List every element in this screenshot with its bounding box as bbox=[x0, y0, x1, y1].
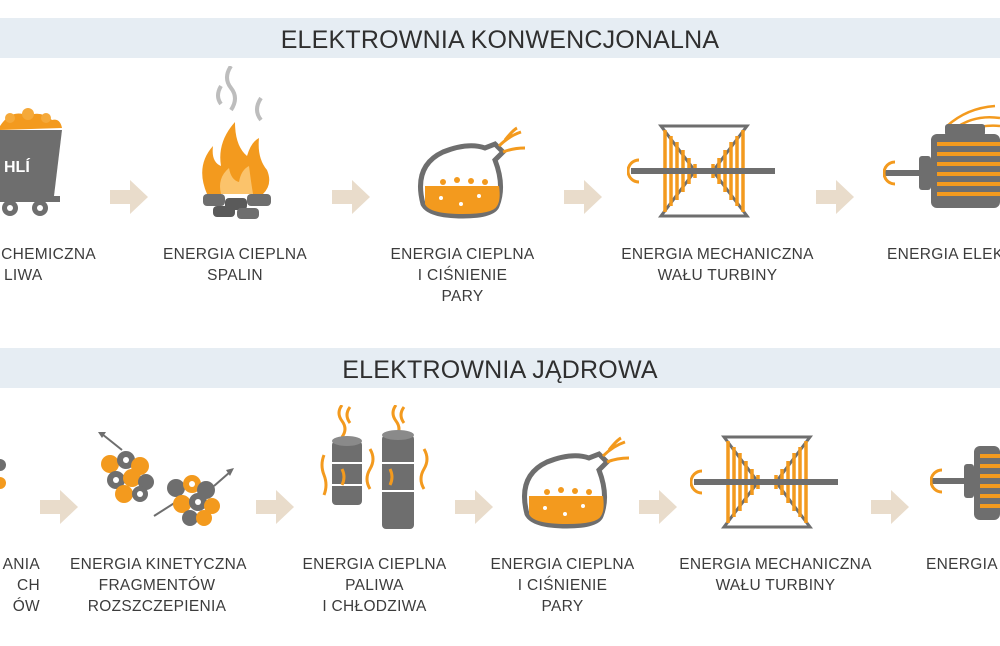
flow-arrow bbox=[332, 180, 370, 214]
fission-fragments-icon bbox=[98, 432, 234, 526]
atom-icon bbox=[0, 459, 6, 489]
flow-arrow bbox=[40, 490, 78, 524]
stage-label: ENERGIA E bbox=[926, 556, 1000, 573]
coal-cart-icon: HLÍ bbox=[0, 108, 62, 216]
conventional-title: ELEKTROWNIA KONWENCJONALNA bbox=[280, 26, 720, 54]
stage-label: CHEMICZNA LIWA bbox=[1, 246, 96, 284]
flow-arrow bbox=[256, 490, 294, 524]
generator-icon bbox=[930, 446, 1000, 520]
cart-label: HLÍ bbox=[4, 157, 30, 176]
flow-arrow bbox=[455, 490, 493, 524]
stage-label: ENERGIA ELEKT bbox=[887, 246, 1000, 263]
steam-flask-icon bbox=[418, 126, 526, 219]
fire-icon bbox=[202, 66, 271, 219]
steam-flask-icon bbox=[522, 436, 630, 529]
nuclear-title-band bbox=[0, 348, 1000, 388]
conventional-title-band bbox=[0, 18, 1000, 58]
flow-arrow bbox=[816, 180, 854, 214]
flow-arrow bbox=[110, 180, 148, 214]
turbine-icon bbox=[627, 124, 775, 218]
flow-arrow bbox=[639, 490, 677, 524]
generator-icon bbox=[883, 104, 1000, 208]
turbine-icon bbox=[690, 435, 838, 529]
nuclear-title: ELEKTROWNIA JĄDROWA bbox=[342, 356, 658, 384]
flow-arrow bbox=[871, 490, 909, 524]
fuel-rods-icon bbox=[320, 405, 429, 529]
flow-arrow bbox=[564, 180, 602, 214]
